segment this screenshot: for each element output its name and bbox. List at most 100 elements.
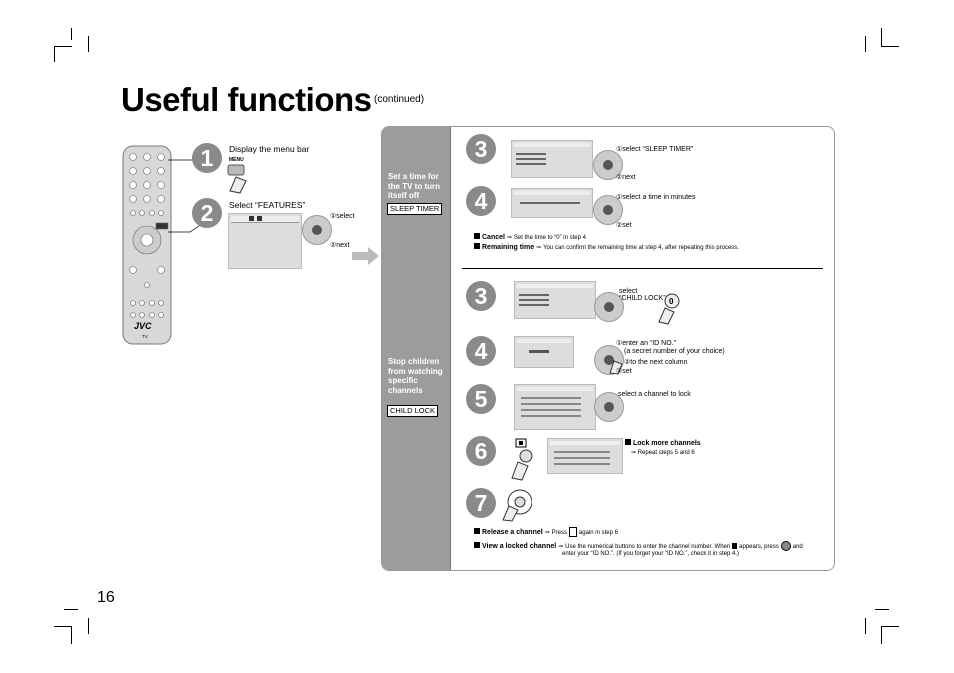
ok-dial-press-icon: [502, 489, 532, 522]
crop-mark: [64, 609, 78, 610]
child-step3-b: “CHILD LOCK”: [619, 295, 666, 302]
crop-mark: [881, 626, 882, 644]
remote-tv-label: TV: [142, 334, 148, 339]
remote-control: JVC TV: [122, 145, 172, 345]
child-channel-dial-icon: [594, 392, 624, 422]
release-text1: Press: [551, 529, 567, 536]
sleep-cancel-label: Cancel: [482, 234, 505, 241]
features-menu-screen: [228, 213, 302, 269]
step-number-1: 1: [192, 143, 222, 173]
child-features-screen: [514, 281, 596, 319]
child-step4-b: (a secret number of your choice): [624, 348, 725, 355]
child-select-dial-icon: [594, 292, 624, 322]
arrow-icon: ⇒: [506, 235, 512, 241]
sleep-features-screen: [511, 140, 593, 178]
sleep-step3-b: ②next: [616, 174, 636, 181]
sleep-step4-a: ①select a time in minutes: [616, 194, 696, 201]
child-heading: Stop children from watching specific cha…: [388, 357, 443, 395]
child-lock-badge: CHILD LOCK: [387, 405, 439, 417]
release-text2: again in step 6: [578, 529, 618, 536]
finger-press-icon: [609, 360, 623, 375]
sleep-step3-a: ①select “SLEEP TIMER”: [616, 146, 694, 153]
padlock-icon: [732, 543, 738, 549]
crop-mark: [865, 36, 866, 52]
crop-mark: [881, 626, 899, 627]
flow-arrow-icon: [352, 247, 379, 265]
view-text4: enter your “ID NO.”. (If you forget your…: [562, 551, 740, 557]
child-step5-a: select a channel to lock: [618, 391, 691, 398]
sleep-step4-b: ②set: [616, 222, 632, 229]
page-title-sub: (continued): [374, 94, 425, 105]
finger-press-icon: [227, 164, 247, 194]
step1-text: Display the menu bar: [229, 144, 310, 154]
view-label: View a locked channel: [482, 542, 557, 550]
sleep-select-dial-icon: [593, 150, 623, 180]
zero-button-press-icon: 0: [658, 293, 680, 325]
crop-mark: [865, 618, 866, 634]
section-divider: [462, 268, 823, 269]
page-title: Useful functions: [121, 81, 372, 118]
sleep-step-number-3: 3: [466, 134, 496, 164]
crop-mark: [54, 46, 55, 62]
arrow-icon: ⇒: [631, 450, 637, 456]
crop-mark: [881, 28, 882, 46]
svg-text:0: 0: [669, 297, 674, 306]
ok-button-icon: [780, 541, 791, 551]
lock-button-press-icon: [511, 438, 533, 481]
page-number: 16: [97, 589, 115, 606]
arrow-icon: ⇒: [536, 245, 542, 251]
select-dial-icon: [302, 215, 332, 245]
crop-mark: [875, 609, 889, 610]
child-step-number-6: 6: [466, 436, 496, 466]
view-text1: Use the numerical buttons to enter the c…: [565, 543, 731, 550]
view-text3: and: [792, 543, 803, 550]
child-lock-list-screen: [547, 438, 623, 474]
sleep-timer-screen: [511, 188, 593, 218]
view-row: View a locked channel ⇒ Use the numerica…: [474, 541, 803, 551]
crop-mark: [54, 626, 72, 627]
crop-mark: [54, 46, 72, 47]
lock-button-icon: [568, 527, 577, 537]
sleep-time-dial-icon: [593, 195, 623, 225]
release-row: Release a channel ⇒ Press again in step …: [474, 527, 618, 537]
child-step-number-3: 3: [466, 281, 496, 311]
child-step-number-4: 4: [466, 336, 496, 366]
child-step4-c: ②to the next column: [624, 359, 688, 366]
sleep-heading: Set a time for the TV to turn itself off: [388, 172, 440, 200]
sleep-remaining-row: Remaining time ⇒ You can confirm the rem…: [474, 243, 739, 251]
child-step-number-7: 7: [466, 488, 496, 518]
child-step4-d: ③set: [616, 368, 632, 375]
crop-mark: [88, 36, 89, 52]
sleep-cancel-row: Cancel ⇒ Set the time to “0” in step 4: [474, 233, 586, 241]
sleep-step-number-4: 4: [466, 186, 496, 216]
child-step6-text: Repeat steps 5 and 6: [637, 450, 695, 456]
crop-mark: [71, 626, 72, 644]
crop-mark: [71, 28, 72, 40]
sleep-timer-badge: SLEEP TIMER: [387, 203, 443, 215]
crop-mark: [881, 46, 899, 47]
child-step6-label: Lock more channels: [633, 440, 701, 447]
child-step4-a: ①enter an “ID NO.”: [616, 340, 676, 347]
child-step6-row: Lock more channels: [625, 439, 701, 447]
sleep-cancel-text: Set the time to “0” in step 4: [513, 235, 586, 241]
sleep-remaining-label: Remaining time: [482, 244, 535, 251]
release-label: Release a channel: [482, 528, 543, 536]
crop-mark: [88, 618, 89, 634]
arrow-icon: ⇒: [544, 529, 550, 536]
child-step-number-5: 5: [466, 384, 496, 414]
step2-select: ①select: [330, 213, 355, 220]
child-id-dial-icon: [594, 345, 624, 375]
arrow-icon: ⇒: [558, 543, 564, 550]
menu-button-label: MENU: [229, 157, 244, 163]
step2-text: Select “FEATURES”: [229, 200, 306, 210]
step2-next: ②next: [330, 242, 350, 249]
remote-brand: JVC: [134, 321, 152, 331]
remote-illustration: [122, 145, 172, 345]
child-step3-a: select: [619, 288, 638, 295]
child-id-screen: [514, 336, 574, 368]
child-step6-text-row: ⇒ Repeat steps 5 and 6: [631, 449, 695, 456]
view-text2: appears, press: [739, 543, 779, 550]
panel-sidebar: [382, 127, 450, 570]
child-channel-screen: [514, 384, 596, 430]
step-number-2: 2: [192, 198, 222, 228]
